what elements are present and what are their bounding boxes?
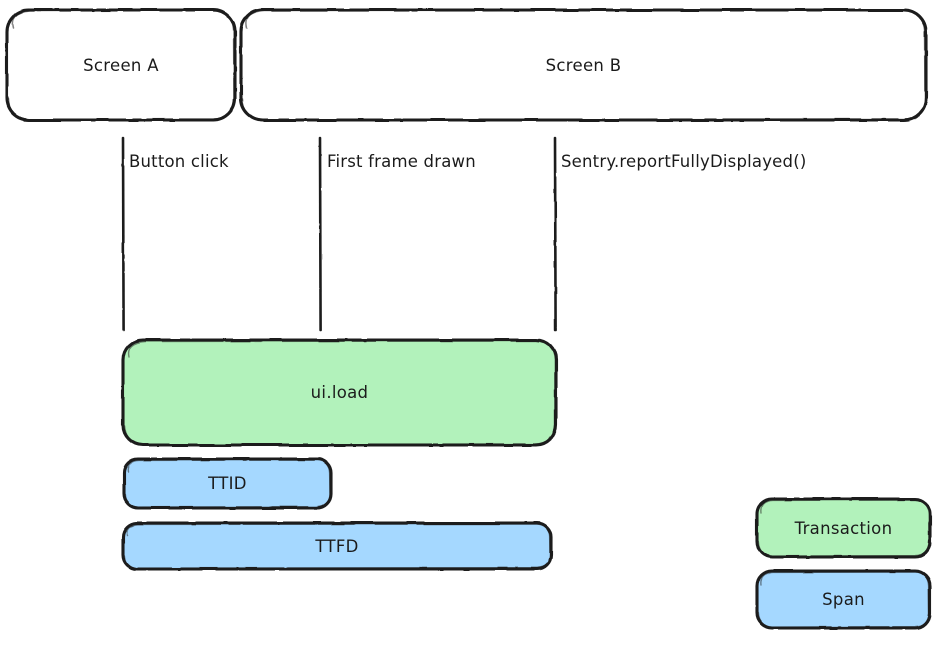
legend-swatch-transaction[interactable]	[755, 497, 932, 559]
screen-a-box[interactable]	[5, 8, 237, 122]
marker-label-report-fully-displayed: Sentry.reportFullyDisplayed()	[561, 152, 807, 171]
marker-line-first-frame-drawn	[318, 136, 322, 332]
screen-b-box[interactable]	[239, 8, 928, 122]
marker-line-report-fully-displayed	[553, 136, 557, 332]
marker-label-first-frame-drawn: First frame drawn	[327, 152, 476, 171]
bar-ttfd[interactable]	[121, 521, 553, 571]
marker-line-button-click	[121, 136, 125, 332]
marker-lines	[121, 136, 557, 332]
legend-swatch-span[interactable]	[755, 569, 932, 630]
bar-ui-load[interactable]	[121, 338, 558, 447]
marker-label-button-click: Button click	[129, 152, 229, 171]
bar-ttid[interactable]	[122, 457, 333, 510]
